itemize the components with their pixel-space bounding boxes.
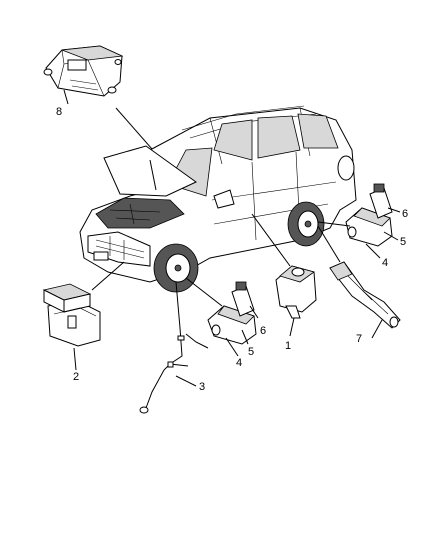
- callout-6-right: 6: [402, 208, 408, 220]
- leader-1-car: [251, 213, 291, 267]
- leader-6-left: [249, 305, 259, 319]
- callout-4-right: 4: [382, 257, 388, 269]
- leader-1: [289, 317, 295, 337]
- callout-4-left: 4: [236, 357, 242, 369]
- tpms-sensor-left: [207, 281, 257, 345]
- callout-1: 1: [285, 340, 291, 352]
- leader-5-right: [383, 231, 399, 241]
- sensor-7: [329, 261, 401, 329]
- callout-5-right: 5: [400, 236, 406, 248]
- leader-7: [371, 319, 383, 339]
- callout-3: 3: [199, 381, 205, 393]
- leader-2: [73, 347, 77, 371]
- leader-4-right: [365, 243, 381, 259]
- callout-5-left: 5: [248, 346, 254, 358]
- callout-8: 8: [56, 106, 62, 118]
- callout-2: 2: [73, 371, 79, 383]
- leader-7-car: [317, 225, 341, 263]
- leader-4-left: [225, 337, 239, 357]
- leader-sensor-left-car: [185, 277, 223, 307]
- callout-6-left: 6: [260, 325, 266, 337]
- leader-6-right: [387, 207, 401, 213]
- sensor-2: [42, 283, 101, 347]
- vehicle-suv: [79, 105, 357, 293]
- callout-7: 7: [356, 333, 362, 345]
- leader-sensor-right-car: [317, 221, 351, 227]
- control-module-8: [43, 45, 124, 97]
- leader-5-left: [241, 329, 249, 345]
- wiring-harness-3: [139, 281, 209, 414]
- leader-8: [63, 89, 69, 105]
- leader-2-car: [91, 261, 125, 291]
- leader-3: [175, 375, 197, 387]
- module-1: [275, 265, 317, 319]
